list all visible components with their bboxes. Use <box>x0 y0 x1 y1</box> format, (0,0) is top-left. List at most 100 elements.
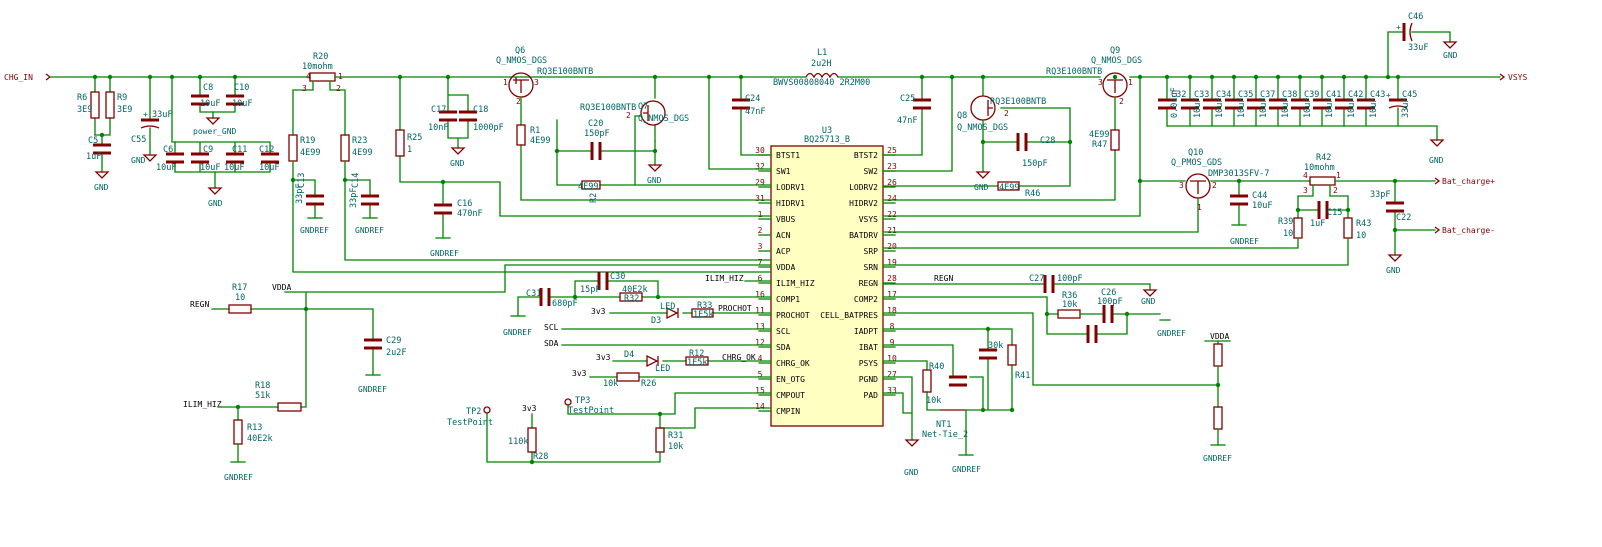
resistor-r19[interactable]: R19 4E99 <box>288 134 772 273</box>
resistor-r28[interactable]: 110k R28 <box>508 413 548 463</box>
ic-pin-en_otg[interactable]: 5EN_OTG <box>758 370 805 384</box>
resistor-r20[interactable]: R20 10mohm <box>292 52 772 136</box>
mosfet-q9[interactable]: Q9 Q_NMOS_DGS RQ3E100BNTB <box>882 46 1142 201</box>
capacitor-c30[interactable] <box>1086 325 1098 343</box>
capacitor-c22[interactable]: C30 15pF <box>580 272 625 295</box>
capacitor-c24[interactable]: C24 47nF <box>732 94 765 117</box>
resistor-r9[interactable]: R9 3E9 <box>94 76 132 136</box>
capacitor-c36[interactable]: C44 10uF <box>1230 180 1272 226</box>
capacitor-c25[interactable]: C25 47nF <box>897 94 931 126</box>
resistor-r41[interactable] <box>1213 406 1223 446</box>
capacitor-c16[interactable]: C16 470nF <box>434 199 483 219</box>
testpoint-tp3[interactable]: TP3 TestPoint <box>564 396 614 416</box>
resistor-r23[interactable]: R23 4E99 <box>340 134 772 261</box>
capacitor-c55[interactable]: + C55 33uF <box>131 76 172 156</box>
capacitor-c13[interactable]: C13 33pF <box>292 173 324 219</box>
capacitor-c28[interactable]: C28 150pF <box>982 133 1071 169</box>
ic-body[interactable] <box>770 145 884 427</box>
capacitor-c44[interactable]: C22 33pF <box>1370 180 1411 256</box>
inductor-l1[interactable]: L1 2u2H BWVS00808040 2R2M00 <box>770 48 984 88</box>
resistor-r40[interactable] <box>1213 343 1223 408</box>
resistor-r46[interactable]: 4E99 R46 <box>882 181 1040 199</box>
capacitor-c10[interactable]: C10 10uF <box>226 83 252 109</box>
capacitor-c40[interactable]: C15 1uF <box>1297 201 1349 229</box>
mosfet-q6[interactable]: Q6 Q_NMOS_DGS RQ3E100BNTB <box>496 46 772 201</box>
resistor-r12[interactable]: R12 1E5k <box>685 349 709 368</box>
capacitor-c6[interactable]: C6 10uF <box>156 145 184 173</box>
resistor-r47[interactable]: 4E99 R47 <box>1089 129 1120 151</box>
bat-charge-minus-port[interactable]: Bat_charge- <box>1434 226 1495 235</box>
capacitor-c19[interactable]: C31 680pF <box>526 288 578 309</box>
ic-u3[interactable]: U3 BQ25713_B 30BTST132SW129LODRV131HIDRV… <box>755 126 897 427</box>
nettie-nt1[interactable]: NT1 Net-Tie_2 <box>922 409 984 456</box>
mosfet-q8[interactable]: Q8 Q_NMOS_DGS RQ3E100BNTB <box>957 95 1071 187</box>
capacitor-c14[interactable]: C14 33pF <box>344 173 379 219</box>
capacitor-c12[interactable]: C12 10uF <box>259 145 279 173</box>
capacitor-c27[interactable] <box>979 328 997 411</box>
chg-in-port[interactable]: CHG_IN <box>4 73 52 82</box>
resistor-r1[interactable]: R1 4E99 <box>516 124 550 146</box>
vsys-port[interactable]: VSYS <box>1499 73 1527 82</box>
led-d4[interactable]: D4 LED <box>612 350 772 374</box>
resistor-r36[interactable]: R36 10k <box>1057 291 1161 319</box>
capacitor-c8[interactable]: C8 10uF <box>191 83 220 109</box>
resistor-r31[interactable]: R31 10k <box>486 413 683 463</box>
capacitor-c17[interactable]: C17 10nF <box>428 105 457 133</box>
capacitor-c31[interactable]: C26 100pF <box>1097 288 1123 323</box>
resistor-r32[interactable]: 40E2k R32 <box>619 285 648 304</box>
resistor-r33[interactable]: R33 1E5k <box>691 301 714 320</box>
capacitor-c18[interactable]: C18 1000pF <box>459 105 504 133</box>
resistor-r13[interactable]: R13 40E2k <box>233 419 273 463</box>
capacitor-c46[interactable]: + C46 33uF <box>1387 12 1451 78</box>
mosfet-q10[interactable]: Q10 Q_PMOS_GDS DMP3013SFV-7 <box>882 148 1311 233</box>
mosfet-q7[interactable]: Q7 Q_NMOS_DGS RQ3E100BNTB <box>580 100 689 166</box>
resistor-r39[interactable]: R39 10 <box>882 217 1303 249</box>
resistor-r18[interactable]: R18 51k <box>217 381 302 421</box>
capacitor-c26[interactable] <box>949 375 984 411</box>
resistor-r25[interactable]: R25 1 <box>395 76 772 239</box>
resistor-r17[interactable]: R17 10 <box>211 283 307 314</box>
led-d3[interactable]: D3 LED <box>609 302 772 326</box>
capacitor-c9[interactable]: C9 10uF <box>191 145 220 173</box>
resistor-r26[interactable]: 10k R26 <box>589 372 772 389</box>
capacitor-c5[interactable]: C5 1uF <box>86 134 111 173</box>
resistor-r35[interactable]: 30k R41 <box>988 341 1030 381</box>
capacitor-c20[interactable]: C20 150pF <box>556 119 656 160</box>
resistor-r42[interactable]: R42 10mohm <box>1297 153 1436 219</box>
resistor-r6[interactable]: R6 3E9 <box>77 76 100 136</box>
